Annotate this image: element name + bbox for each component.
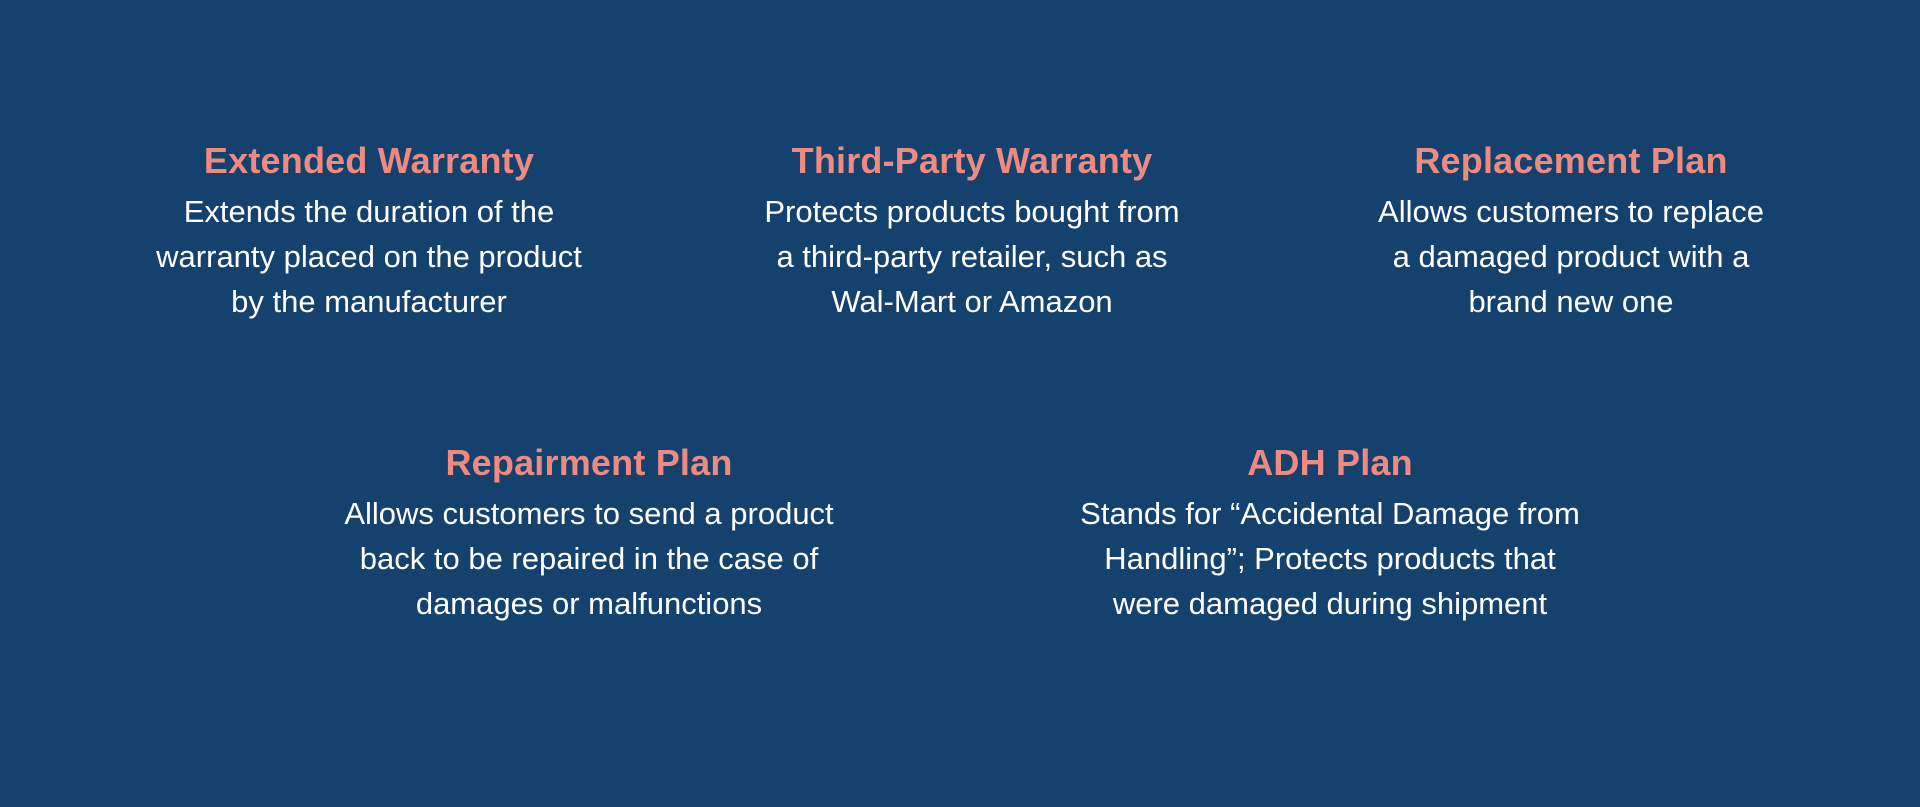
plan-third-party-warranty: Third-Party Warranty Protects products b… <box>662 139 1282 324</box>
plan-description-line: back to be repaired in the case of <box>359 541 819 576</box>
plan-adh-plan: ADH Plan Stands for “Accidental Damage f… <box>1020 441 1640 626</box>
plan-description-line: a damaged product with a <box>1392 239 1750 274</box>
plan-description-line: Handling”; Protects products that <box>1104 541 1556 576</box>
plan-description: Allows customers to replace a damaged pr… <box>1261 189 1881 324</box>
plan-description-line: Stands for “Accidental Damage from <box>1080 496 1580 531</box>
plan-description-line: Wal-Mart or Amazon <box>831 284 1113 319</box>
plan-description: Extends the duration of the warranty pla… <box>59 189 679 324</box>
plan-description-line: Allows customers to replace <box>1378 194 1764 229</box>
plan-title: Replacement Plan <box>1414 140 1728 181</box>
plan-description: Allows customers to send a product back … <box>279 491 899 626</box>
plan-description: Stands for “Accidental Damage from Handl… <box>1020 491 1640 626</box>
plan-description-line: a third-party retailer, such as <box>776 239 1168 274</box>
plan-description-line: damages or malfunctions <box>415 586 763 621</box>
plan-description-line: were damaged during shipment <box>1112 586 1548 621</box>
plan-description-line: warranty placed on the product <box>156 239 582 274</box>
plan-description-line: Extends the duration of the <box>183 194 555 229</box>
plan-description-line: Allows customers to send a product <box>344 496 834 531</box>
plan-description-line: by the manufacturer <box>231 284 507 319</box>
plan-extended-warranty: Extended Warranty Extends the duration o… <box>59 139 679 324</box>
plan-description: Protects products bought from a third-pa… <box>662 189 1282 324</box>
plan-repairment-plan: Repairment Plan Allows customers to send… <box>279 441 899 626</box>
plan-title: Extended Warranty <box>203 140 535 181</box>
plan-title: Third-Party Warranty <box>791 140 1153 181</box>
plan-description-line: Protects products bought from <box>764 194 1180 229</box>
plan-title: Repairment Plan <box>445 442 733 483</box>
plan-replacement-plan: Replacement Plan Allows customers to rep… <box>1261 139 1881 324</box>
plan-description-line: brand new one <box>1468 284 1674 319</box>
plan-title: ADH Plan <box>1247 442 1413 483</box>
